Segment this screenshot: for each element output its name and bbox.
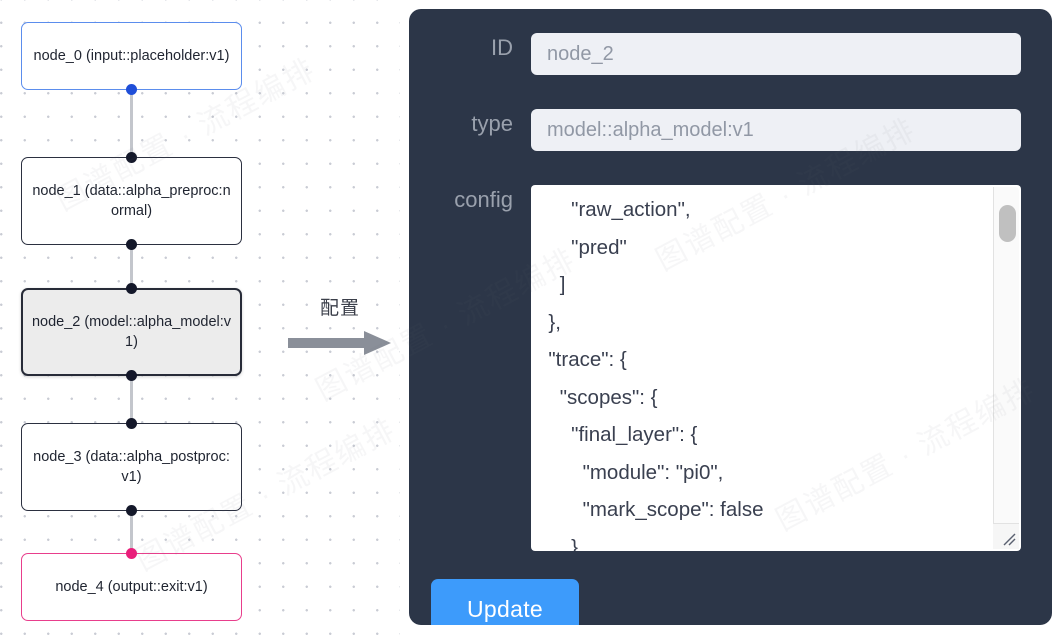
textarea-resize-handle-icon[interactable] — [993, 523, 1019, 549]
graph-node-node_4[interactable]: node_4 (output::exit:v1) — [21, 553, 242, 621]
node-handle-source-node_0[interactable] — [126, 84, 137, 95]
node-handle-target-node_3[interactable] — [126, 418, 137, 429]
id-field-label: ID — [491, 35, 513, 60]
graph-node-node_2[interactable]: node_2 (model::alpha_model:v1) — [21, 288, 242, 376]
graph-node-label: node_0 (input::placeholder:v1) — [33, 48, 230, 64]
type-input[interactable] — [531, 109, 1021, 151]
arrow-right-icon — [288, 331, 391, 355]
graph-node-node_3[interactable]: node_3 (data::alpha_postproc:v1) — [21, 423, 242, 511]
edge-node0-node1 — [130, 88, 133, 160]
edge-node2-node3 — [130, 373, 133, 422]
field-row-id: ID — [409, 33, 1021, 75]
graph-node-label: node_3 (data::alpha_postproc:v1) — [33, 449, 230, 485]
config-textarea-wrap: "raw_action", "pred" ] }, "trace": { "sc… — [531, 185, 1021, 551]
node-handle-target-node_4[interactable] — [126, 548, 137, 559]
graph-node-label: node_2 (model::alpha_model:v1) — [31, 314, 232, 350]
annotation-arrow-group: 配置 — [288, 298, 392, 360]
node-handle-source-node_3[interactable] — [126, 505, 137, 516]
id-input[interactable] — [531, 33, 1021, 75]
node-handle-target-node_2[interactable] — [126, 283, 137, 294]
type-field-label: type — [471, 111, 513, 136]
node-handle-target-node_1[interactable] — [126, 152, 137, 163]
edge-node1-node2 — [130, 242, 133, 292]
graph-node-node_0[interactable]: node_0 (input::placeholder:v1) — [21, 22, 242, 90]
update-button[interactable]: Update — [431, 579, 579, 625]
field-row-type: type — [409, 109, 1021, 151]
config-scrollbar-thumb[interactable] — [999, 205, 1016, 242]
config-textarea[interactable]: "raw_action", "pred" ] }, "trace": { "sc… — [531, 185, 1021, 551]
graph-node-label: node_1 (data::alpha_preproc:normal) — [32, 183, 231, 219]
graph-node-node_1[interactable]: node_1 (data::alpha_preproc:normal) — [21, 157, 242, 245]
config-scrollbar[interactable] — [993, 187, 1019, 549]
annotation-label: 配置 — [319, 298, 360, 319]
config-field-label: config — [454, 187, 513, 212]
node-config-panel: ID type config "raw_action", "pred" ] },… — [409, 9, 1052, 625]
node-handle-source-node_1[interactable] — [126, 239, 137, 250]
graph-canvas[interactable]: node_0 (input::placeholder:v1) node_1 (d… — [0, 0, 400, 643]
node-handle-source-node_2[interactable] — [126, 370, 137, 381]
field-row-config: config "raw_action", "pred" ] }, "trace"… — [409, 185, 1021, 551]
edge-node3-node4 — [130, 508, 133, 553]
graph-node-label: node_4 (output::exit:v1) — [55, 579, 208, 595]
